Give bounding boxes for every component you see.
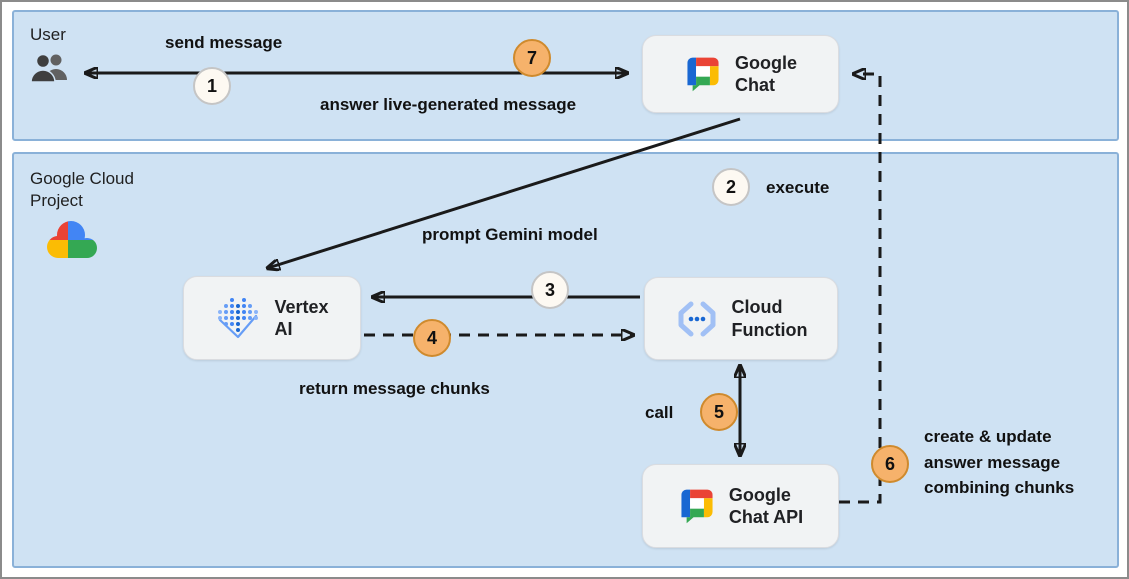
node-vertex-ai-label: Vertex AI [274,296,329,340]
step-4-badge: 4 [413,319,451,357]
node-google-chat: Google Chat [642,35,839,113]
google-cloud-project-zone: Google Cloud Project [12,152,1119,568]
cloud-functions-icon [675,297,719,341]
google-cloud-project-label: Google Cloud Project [30,169,134,211]
step-3-badge: 3 [531,271,569,309]
edge-label-call: call [645,403,674,422]
node-cloud-function-label: Cloud Function [731,297,808,340]
edge-label-create-update: create & update answer message combining… [924,427,1075,497]
step-5-badge: 5 [700,393,738,431]
node-google-chat-api-label: Google Chat API [728,484,804,528]
node-vertex-ai: Vertex AI [183,276,361,360]
node-cloud-function: Cloud Function [644,277,838,360]
vertex-ai-icon [215,296,261,340]
edge-label-answer-message: answer live-generated message [320,95,577,114]
step-7-badge: 7 [513,39,551,77]
user-zone-label: User [30,25,66,44]
node-google-chat-api: Google Chat API [642,464,839,548]
step-1-badge: 1 [193,67,231,105]
users-icon [30,52,70,84]
edge-label-return-chunks: return message chunks [299,379,490,398]
step-6-badge: 6 [871,445,909,483]
google-chat-icon [678,486,716,526]
edge-label-prompt-gemini: prompt Gemini model [422,225,598,244]
edge-label-send-message: send message [165,33,283,52]
google-chat-icon [684,54,722,94]
google-cloud-icon [44,218,102,262]
edge-label-execute: execute [766,178,830,197]
step-2-badge: 2 [712,168,750,206]
node-google-chat-label: Google Chat [735,52,797,96]
